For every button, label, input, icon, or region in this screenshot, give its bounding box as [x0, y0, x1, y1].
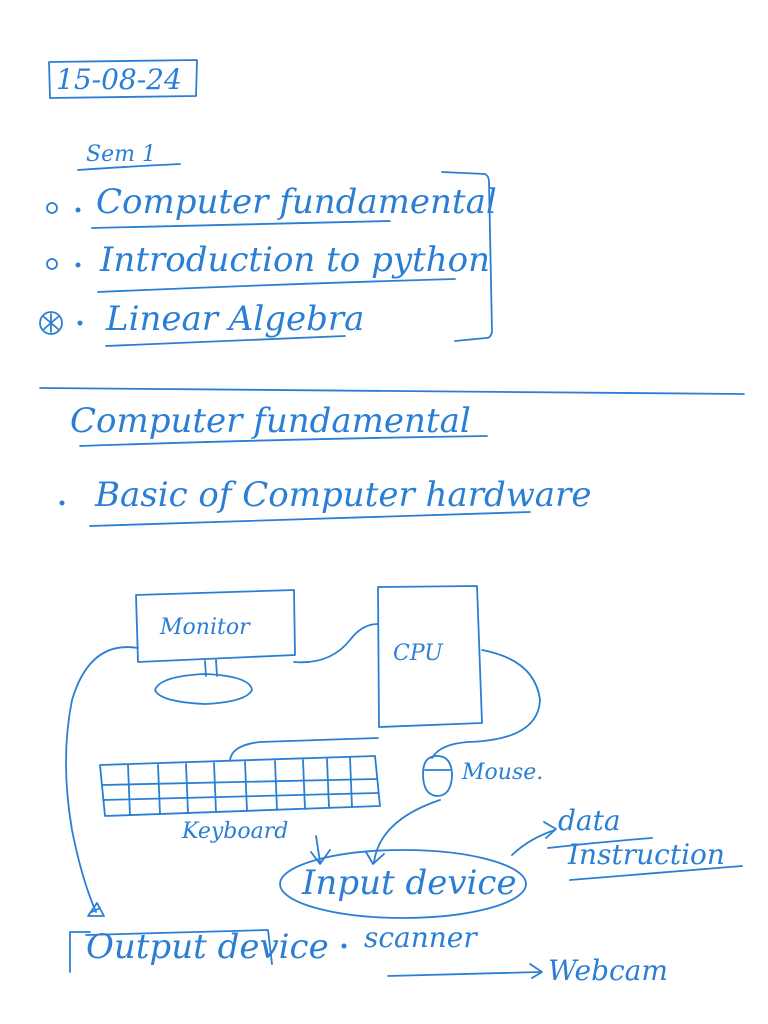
- keyboard-arrow: [310, 835, 331, 865]
- semester-underline: [77, 163, 181, 171]
- subject-item-1: Computer fundamental: [96, 182, 497, 222]
- cpu-right-cable: [431, 649, 541, 759]
- data-arrow: [511, 821, 557, 856]
- bullet-1: [46, 202, 81, 214]
- monitor-base: [154, 673, 253, 705]
- scanner-bullet: [341, 943, 347, 949]
- input-example-2: Webcam: [548, 954, 668, 987]
- mouse-label: Mouse.: [461, 760, 543, 785]
- mouse-arrow: [365, 799, 441, 865]
- section-divider: [39, 387, 745, 395]
- bullet-3-star: [39, 311, 83, 335]
- mouse-shape: [422, 755, 453, 797]
- data-label: data: [558, 804, 621, 837]
- keyboard-cpu-cable: [229, 737, 379, 761]
- semester-label: Sem 1: [86, 142, 156, 167]
- instruction-underline: [569, 865, 743, 881]
- date-box: [48, 59, 198, 99]
- section-heading: Computer fundamental: [70, 401, 471, 441]
- output-arrow-head: [87, 902, 105, 917]
- input-example-1: scanner: [364, 921, 478, 954]
- topic-bullet: [59, 500, 65, 506]
- input-device-label: Input device: [301, 863, 517, 903]
- section-heading-underline: [79, 435, 488, 447]
- list-bracket: [441, 171, 493, 342]
- subject-underline-2: [97, 278, 456, 293]
- output-device-box: [85, 929, 273, 965]
- keyboard-label: Keyboard: [181, 819, 288, 844]
- monitor-label: Monitor: [159, 615, 251, 640]
- data-underline: [547, 837, 653, 849]
- input-device-ellipse: [279, 849, 527, 919]
- topic-underline: [89, 511, 531, 527]
- topic-text: Basic of Computer hardware: [94, 475, 591, 515]
- bullet-2: [46, 258, 81, 270]
- hardware-diagram: Monitor CPU Keyboard Mouse. Input device: [65, 585, 743, 987]
- subject-underline-3: [105, 335, 346, 347]
- cpu-label: CPU: [393, 641, 444, 666]
- subject-item-3: Linear Algebra: [105, 299, 364, 339]
- cpu-box: [377, 585, 483, 728]
- monitor-box: [135, 589, 296, 663]
- subject-item-2: Introduction to python: [99, 240, 490, 280]
- monitor-cpu-cable: [293, 623, 379, 664]
- monitor-output-cable: [65, 646, 139, 913]
- date-text: 15-08-24: [56, 63, 182, 96]
- instruction-label: Instruction: [567, 838, 725, 871]
- subject-underline-1: [91, 220, 391, 229]
- keyboard: [99, 755, 381, 817]
- output-device-bracket: [69, 931, 91, 973]
- webcam-arrow: [387, 963, 543, 979]
- output-device-label: Output device: [86, 927, 329, 967]
